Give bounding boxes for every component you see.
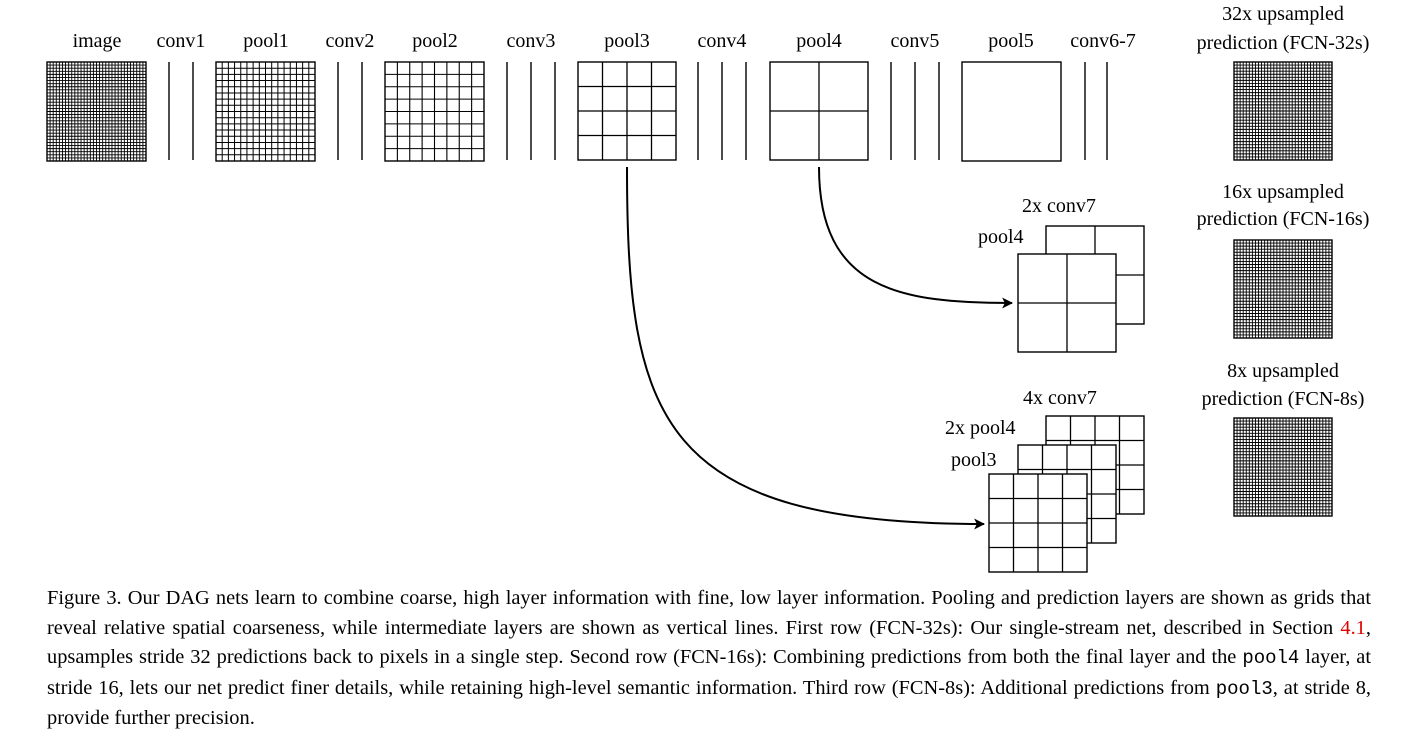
pool3-skip-arrow (626, 166, 986, 530)
row2-skip-label: pool4 (978, 226, 1024, 248)
grid-lines (1234, 418, 1332, 516)
label-conv2: conv2 (326, 30, 375, 52)
row3-skip-label: pool3 (951, 449, 997, 471)
label-pool3: pool3 (604, 30, 650, 52)
fcn32-label-line1: 32x upsampled (1222, 3, 1344, 25)
caption-part3: layer, at stride 16, lets our net predic… (47, 646, 1371, 699)
top-row-labels: image conv1 pool1 conv2 pool2 conv3 pool… (73, 30, 1136, 52)
grid-lines (1234, 62, 1332, 160)
section-reference-link[interactable]: 4.1 (1340, 616, 1366, 639)
fcn8-prediction-grid (1233, 417, 1333, 517)
row2-pool4-grid (1017, 253, 1117, 353)
fcn16-label-line2: prediction (FCN-16s) (1197, 208, 1370, 230)
label-conv5: conv5 (891, 30, 940, 52)
caption-code-pool4: pool4 (1242, 647, 1300, 670)
label-conv3: conv3 (507, 30, 556, 52)
image-grid (46, 61, 147, 162)
caption-part2: , upsamples stride 32 predictions back t… (47, 616, 1371, 669)
label-pool4: pool4 (796, 30, 842, 52)
label-image: image (73, 30, 122, 52)
prediction-labels: 32x upsampled prediction (FCN-32s) 16x u… (1197, 3, 1370, 410)
conv-layer-lines (168, 62, 1108, 160)
caption-code-pool3: pool3 (1215, 677, 1273, 700)
fcn16-prediction-grid (1233, 239, 1333, 339)
row3-upsampled-label: 4x conv7 (1023, 387, 1097, 409)
caption-part1: Figure 3. Our DAG nets learn to combine … (47, 587, 1371, 639)
pool2-grid (384, 61, 485, 162)
pool4-grid (769, 61, 869, 161)
fcn-architecture-diagram: image conv1 pool1 conv2 pool2 conv3 pool… (46, 3, 1370, 573)
fcn8-label-line1: 8x upsampled (1227, 360, 1339, 382)
row3-pool3-grid (988, 473, 1088, 573)
pool3-grid (577, 61, 677, 161)
caption-part4: , at stride 8, provide further precision… (47, 676, 1372, 730)
grid-lines (47, 62, 146, 161)
figure-caption: Figure 3. Our DAG nets learn to combine … (47, 584, 1371, 734)
fcn16-label-line1: 16x upsampled (1222, 181, 1344, 203)
pool1-grid (215, 61, 316, 162)
row2-upsampled-label: 2x conv7 (1022, 195, 1096, 217)
fcn8-label-line2: prediction (FCN-8s) (1202, 388, 1365, 410)
label-conv6-7: conv6-7 (1070, 30, 1136, 52)
label-conv4: conv4 (698, 30, 747, 52)
grid-lines (989, 474, 1087, 572)
grid-lines (1018, 254, 1116, 352)
grid-frame (961, 61, 1062, 162)
pool4-skip-arrow (818, 166, 1014, 309)
row3-mid-label: 2x pool4 (945, 417, 1016, 439)
grid-lines (216, 62, 315, 161)
label-pool1: pool1 (243, 30, 289, 52)
fcn32-label-line2: prediction (FCN-32s) (1197, 32, 1370, 54)
label-pool5: pool5 (988, 30, 1034, 52)
grid-lines (385, 62, 484, 161)
label-pool2: pool2 (412, 30, 458, 52)
grid-lines (578, 62, 676, 160)
pool5-grid (961, 61, 1062, 162)
grid-lines (1234, 240, 1332, 338)
label-conv1: conv1 (157, 30, 206, 52)
grid-lines (770, 62, 868, 160)
fcn32-prediction-grid (1233, 61, 1333, 161)
